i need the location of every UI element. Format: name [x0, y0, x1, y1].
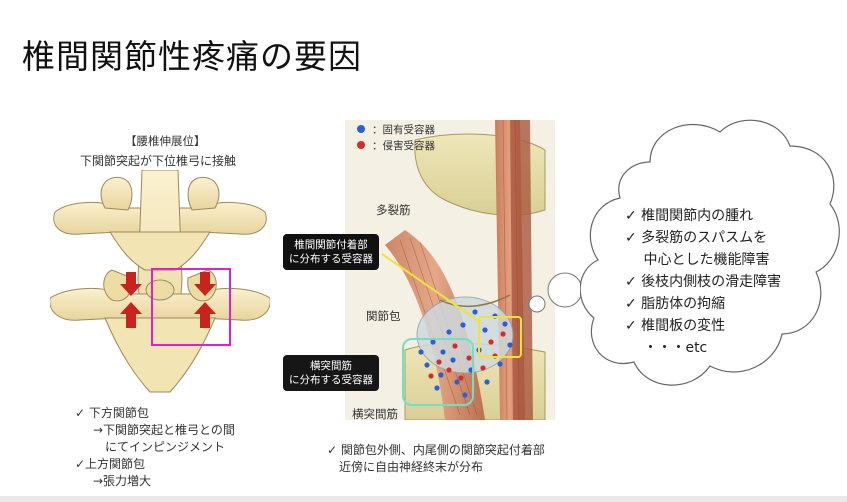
middle-caption: ✓ 関節包外側、内尾側の関節突起付着部 近傍に自由神経終末が分布: [327, 442, 545, 476]
cloud-item: ✓ 多裂筋のスパスムを: [625, 230, 768, 246]
arrow-up-right: [194, 302, 216, 328]
arrow-down-right: [194, 272, 216, 296]
callout-facet-receptors: 椎間関節付着部 に分布する受容器: [283, 234, 379, 270]
legend-dot-nociceptor: [357, 141, 365, 149]
vertebrae-illustration: [50, 170, 270, 393]
arrow-down-left: [120, 272, 142, 296]
anatomy-illustration: [345, 120, 555, 420]
legend-label-proprioceptor: ：固有受容器: [372, 124, 435, 136]
callout-line: 椎間関節付着部: [294, 239, 368, 251]
contact-arrows: [120, 272, 216, 328]
callout-intertransverse-receptors: 横突間筋 に分布する受容器: [283, 355, 379, 391]
label-capsule: 関節包: [366, 309, 401, 323]
note-line: ✓ 下方関節包: [75, 406, 149, 420]
note-line: ✓上方関節包: [75, 457, 146, 471]
callout-line: に分布する受容器: [289, 374, 373, 386]
note-line: →下関節突起と椎弓との間: [93, 423, 235, 437]
cloud-item: ✓ 脂肪体の拘縮: [625, 296, 726, 312]
caption-line: ✓ 関節包外側、内尾側の関節突起付着部: [327, 443, 545, 457]
slide-bottom-edge: [0, 496, 847, 502]
label-multifidus: 多裂筋: [376, 203, 411, 217]
left-heading-posture: 【腰椎伸展位】: [125, 134, 206, 148]
callout-line: に分布する受容器: [289, 253, 373, 265]
cloud-list: ✓ 椎間関節内の腫れ ✓ 多裂筋のスパスムを 中心とした機能障害 ✓ 後枝内側枝…: [625, 205, 781, 359]
cloud-item: ✓ 後枝内側枝の滑走障害: [625, 274, 782, 290]
cloud-item: 中心とした機能障害: [625, 252, 770, 268]
left-notes: ✓ 下方関節包 →下関節突起と椎弓との間 にてインピンジメント ✓上方関節包 →…: [75, 405, 235, 490]
arrow-up-left: [120, 302, 142, 328]
legend-label-nociceptor: ：侵害受容器: [372, 140, 435, 152]
cloud-item: ・・・etc: [625, 340, 708, 356]
thought-bubbles: [528, 272, 583, 313]
label-intertransverse: 横突間筋: [352, 407, 398, 421]
note-line: →張力増大: [93, 474, 152, 488]
joint-highlight-box: [151, 268, 231, 346]
legend-dot-proprioceptor: [357, 125, 365, 133]
callout-pointer-yellow: [381, 253, 481, 323]
intertransverse-highlight: [402, 338, 474, 406]
caption-line: 近傍に自由神経終末が分布: [339, 460, 484, 474]
callout-line: 横突間筋: [310, 360, 352, 372]
cloud-item: ✓ 椎間関節内の腫れ: [625, 208, 754, 224]
cloud-item: ✓ 椎間板の変性: [625, 318, 726, 334]
note-line: にてインピンジメント: [105, 440, 226, 454]
slide-title: 椎間関節性疼痛の要因: [22, 37, 362, 76]
facet-attachment-highlight: [478, 316, 522, 358]
cloud-shape: [580, 119, 840, 386]
left-heading-contact: 下関節突起が下位椎弓に接触: [80, 154, 237, 168]
